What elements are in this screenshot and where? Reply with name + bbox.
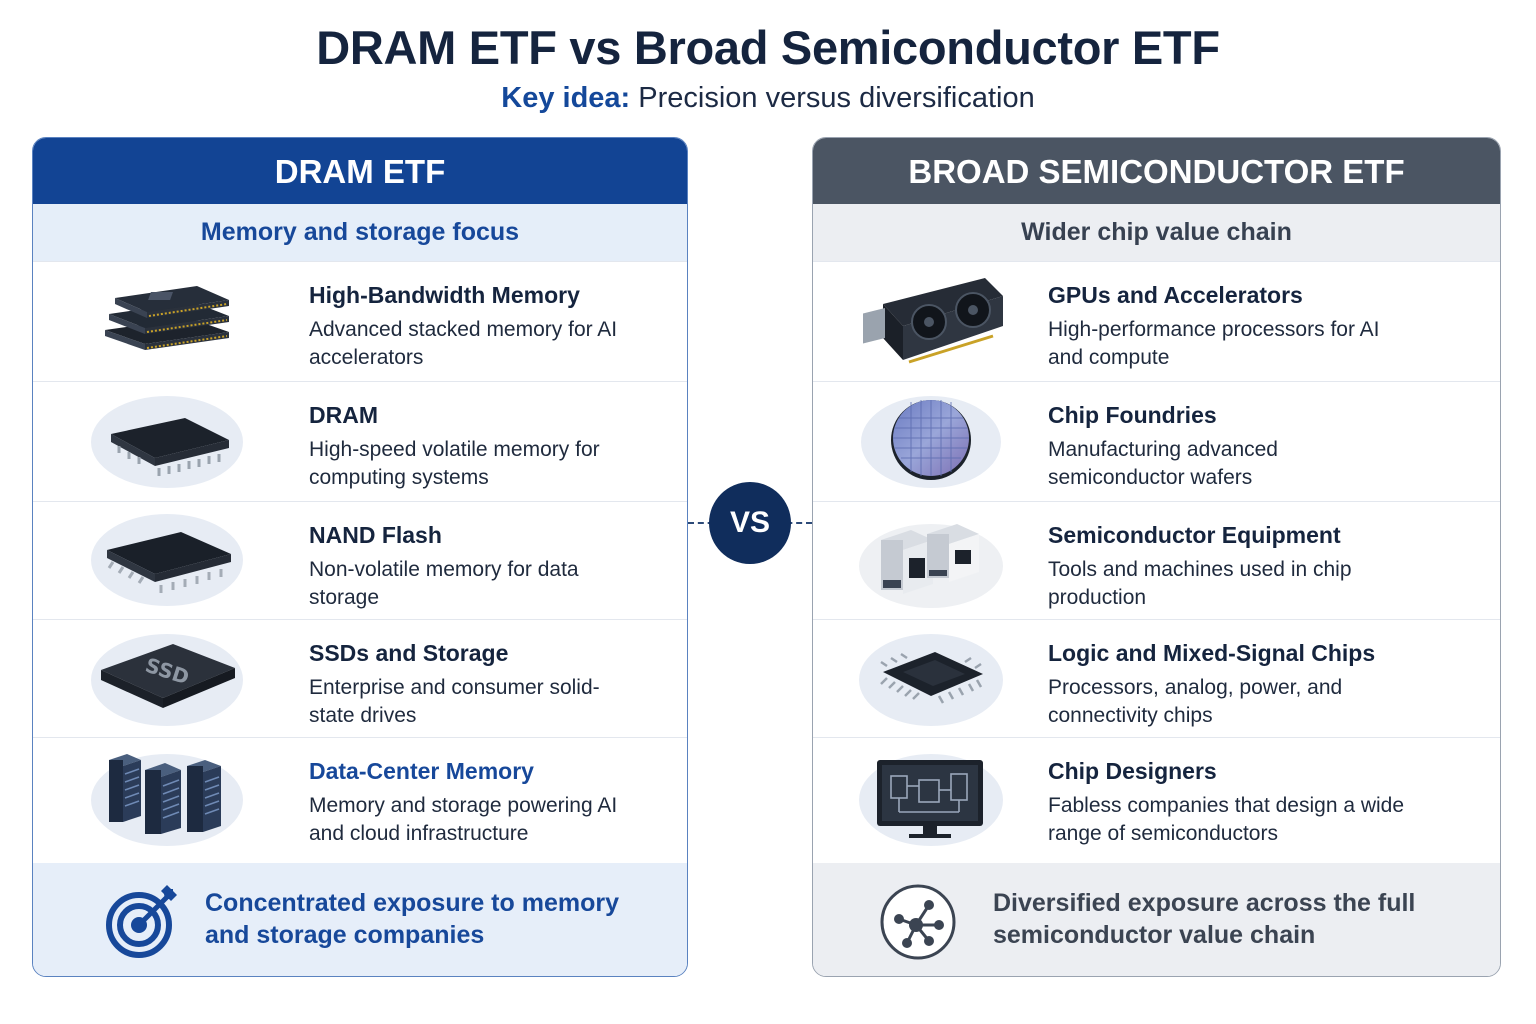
design-monitor-icon: [859, 754, 1003, 846]
item-description: Manufacturing advanced semiconductor waf…: [1048, 438, 1278, 489]
item-title: DRAM: [309, 402, 378, 428]
list-item-semiconductor-equipment: Semiconductor Equipment Tools and machin…: [813, 501, 1500, 619]
item-description: Fabless companies that design a wide ran…: [1048, 794, 1405, 845]
page-subtitle: Key idea: Precision versus diversificati…: [0, 82, 1536, 115]
dram-etf-header: DRAM ETF: [33, 138, 687, 204]
list-item-gpus-and-accelerators: GPUs and Accelerators High-performance p…: [813, 261, 1500, 379]
item-title: NAND Flash: [309, 522, 442, 548]
gpu-card-icon: [863, 278, 1003, 364]
list-item-chip-foundries: Chip Foundries Manufacturing advanced se…: [813, 381, 1500, 499]
item-description: Advanced stacked memory for AI accelerat…: [309, 318, 618, 369]
item-title: Semiconductor Equipment: [1048, 522, 1341, 548]
fab-equipment-icon: [859, 524, 1003, 608]
item-title: Chip Designers: [1048, 758, 1217, 784]
dram-etf-footer: Concentrated exposure to memory and stor…: [33, 863, 687, 976]
list-item-dram: DRAM High-speed volatile memory for comp…: [33, 381, 687, 499]
broad-etf-header: BROAD SEMICONDUCTOR ETF: [813, 138, 1500, 204]
wafer-icon: [861, 396, 1001, 488]
dram-etf-panel: DRAM ETF Memory and storage focus High-B…: [32, 137, 688, 977]
broad-etf-footer: Diversified exposure across the full sem…: [813, 863, 1500, 976]
dram-chip-icon: [91, 396, 243, 488]
server-rack-icon: [91, 754, 243, 846]
list-item-ssds-and-storage: SSD SSDs and Storage Enterprise and cons…: [33, 619, 687, 737]
list-item-nand-flash: NAND Flash Non-volatile memory for data …: [33, 501, 687, 619]
item-title: GPUs and Accelerators: [1048, 282, 1303, 308]
item-description: Non-volatile memory for data storage: [309, 558, 579, 609]
item-title: Chip Foundries: [1048, 402, 1217, 428]
list-item-logic-and-mixed-signal-chips: Logic and Mixed-Signal Chips Processors,…: [813, 619, 1500, 737]
network-icon: [880, 884, 956, 960]
item-title: Logic and Mixed-Signal Chips: [1048, 640, 1376, 666]
broad-etf-footer-text: Diversified exposure across the full sem…: [993, 889, 1416, 949]
broad-semiconductor-etf-panel: BROAD SEMICONDUCTOR ETF Wider chip value…: [812, 137, 1501, 977]
item-description: High-speed volatile memory for computing…: [309, 438, 600, 489]
page-title: DRAM ETF vs Broad Semiconductor ETF: [316, 21, 1220, 74]
subtitle-key: Key idea:: [501, 82, 631, 114]
item-description: Enterprise and consumer solid-state driv…: [309, 676, 600, 727]
memory-stack-icon: [93, 282, 241, 370]
list-item-chip-designers: Chip Designers Fabless companies that de…: [813, 737, 1500, 855]
vs-badge: VS: [709, 482, 791, 564]
item-description: Tools and machines used in chip producti…: [1048, 558, 1352, 609]
broad-etf-subheader: Wider chip value chain: [813, 204, 1500, 261]
logic-chip-icon: [859, 634, 1003, 726]
dram-etf-subheader: Memory and storage focus: [33, 204, 687, 261]
item-title: Data-Center Memory: [309, 758, 534, 784]
item-description: High-performance processors for AI and c…: [1048, 318, 1380, 369]
item-description: Memory and storage powering AI and cloud…: [309, 794, 618, 845]
item-description: Processors, analog, power, and connectiv…: [1048, 676, 1343, 727]
dram-etf-footer-text: Concentrated exposure to memory and stor…: [205, 889, 619, 949]
ssd-icon: SSD: [91, 634, 243, 726]
subtitle-text: Precision versus diversification: [638, 82, 1035, 114]
nand-chip-icon: [91, 514, 243, 606]
item-title: SSDs and Storage: [309, 640, 509, 666]
target-icon: [106, 885, 177, 958]
item-title: High-Bandwidth Memory: [309, 282, 580, 308]
list-item-high-bandwidth-memory: High-Bandwidth Memory Advanced stacked m…: [33, 261, 687, 379]
list-item-data-center-memory: Data-Center Memory Memory and storage po…: [33, 737, 687, 855]
